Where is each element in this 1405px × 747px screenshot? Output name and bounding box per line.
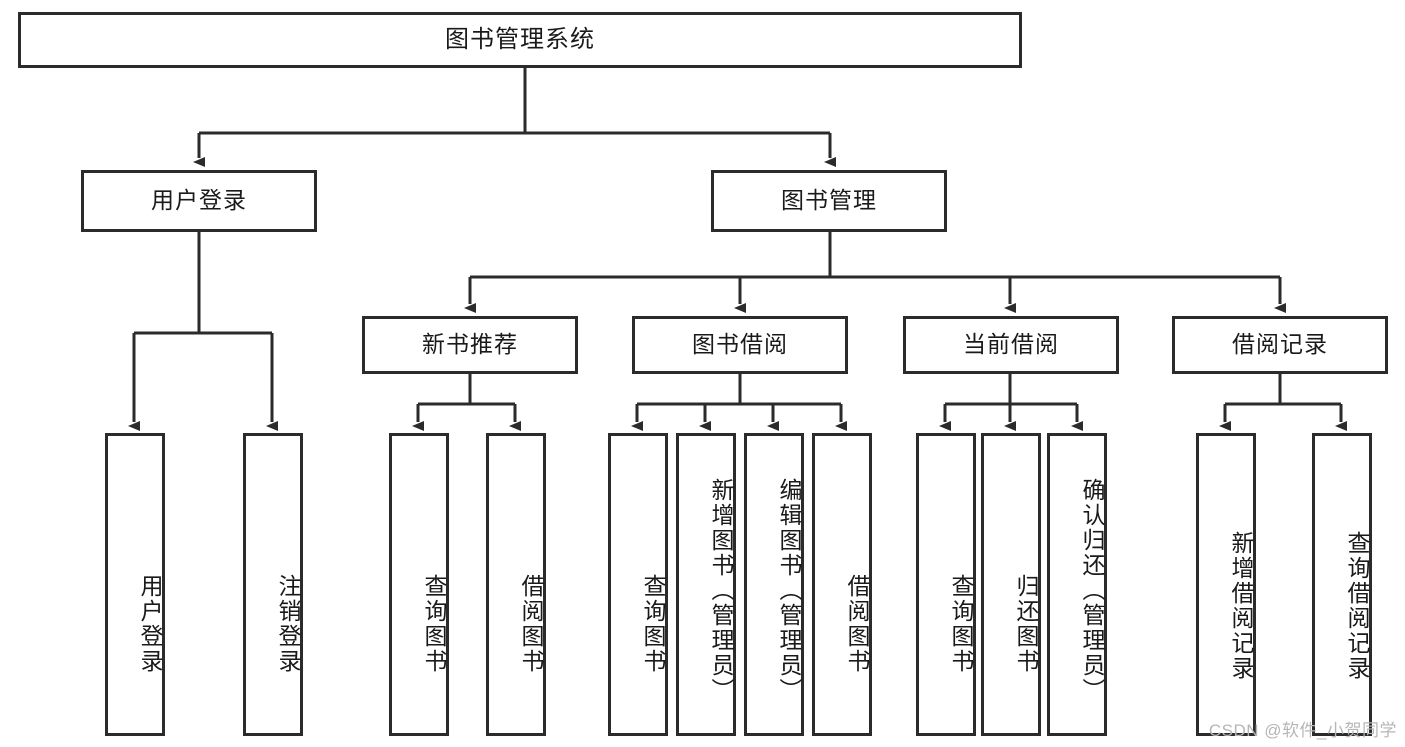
node-label: 图书借阅 (692, 331, 788, 358)
node-label: 查询图书 (640, 573, 666, 674)
node-label: 用户登录 (151, 187, 247, 214)
node-label: 新书推荐 (422, 331, 518, 358)
node-label: 用户登录 (137, 573, 163, 674)
leaf-add-borrow-record[interactable]: 新增借阅记录 (1196, 433, 1256, 736)
node-label: 查询图书 (421, 573, 447, 674)
node-label: 新增借阅记录 (1228, 530, 1254, 681)
leaf-query-borrow-record[interactable]: 查询借阅记录 (1312, 433, 1372, 736)
leaf-return-book[interactable]: 归还图书 (981, 433, 1041, 736)
node-book-management[interactable]: 图书管理 (711, 170, 947, 232)
leaf-user-login[interactable]: 用户登录 (105, 433, 165, 736)
leaf-query-book-current[interactable]: 查询图书 (916, 433, 976, 736)
node-label: 图书管理系统 (445, 25, 595, 53)
watermark-text: CSDN @软件_小贺同学 (1208, 721, 1397, 740)
node-label: 当前借阅 (963, 331, 1059, 358)
node-label: 编辑图书（管理员） (776, 478, 802, 703)
node-current-borrow[interactable]: 当前借阅 (903, 316, 1119, 374)
leaf-borrow-book-recommend[interactable]: 借阅图书 (486, 433, 546, 736)
node-label: 查询图书 (948, 573, 974, 674)
leaf-confirm-return-admin[interactable]: 确认归还（管理员） (1047, 433, 1107, 736)
leaf-query-book-borrow[interactable]: 查询图书 (608, 433, 668, 736)
leaf-add-book-admin[interactable]: 新增图书（管理员） (676, 433, 736, 736)
node-label: 归还图书 (1013, 573, 1039, 674)
leaf-borrow-book[interactable]: 借阅图书 (812, 433, 872, 736)
leaf-edit-book-admin[interactable]: 编辑图书（管理员） (744, 433, 804, 736)
node-label: 查询借阅记录 (1344, 530, 1370, 681)
node-new-book-recommend[interactable]: 新书推荐 (362, 316, 578, 374)
node-label: 新增图书（管理员） (708, 478, 734, 703)
node-book-borrow[interactable]: 图书借阅 (632, 316, 848, 374)
node-label: 借阅记录 (1232, 331, 1328, 358)
node-label: 确认归还（管理员） (1079, 478, 1105, 703)
node-label: 图书管理 (781, 187, 877, 214)
node-label: 借阅图书 (518, 573, 544, 674)
node-label: 借阅图书 (844, 573, 870, 674)
leaf-query-book-recommend[interactable]: 查询图书 (389, 433, 449, 736)
node-user-login[interactable]: 用户登录 (81, 170, 317, 232)
node-borrow-record[interactable]: 借阅记录 (1172, 316, 1388, 374)
node-label: 注销登录 (275, 573, 301, 674)
node-root-system[interactable]: 图书管理系统 (18, 12, 1022, 68)
leaf-logout-login[interactable]: 注销登录 (243, 433, 303, 736)
